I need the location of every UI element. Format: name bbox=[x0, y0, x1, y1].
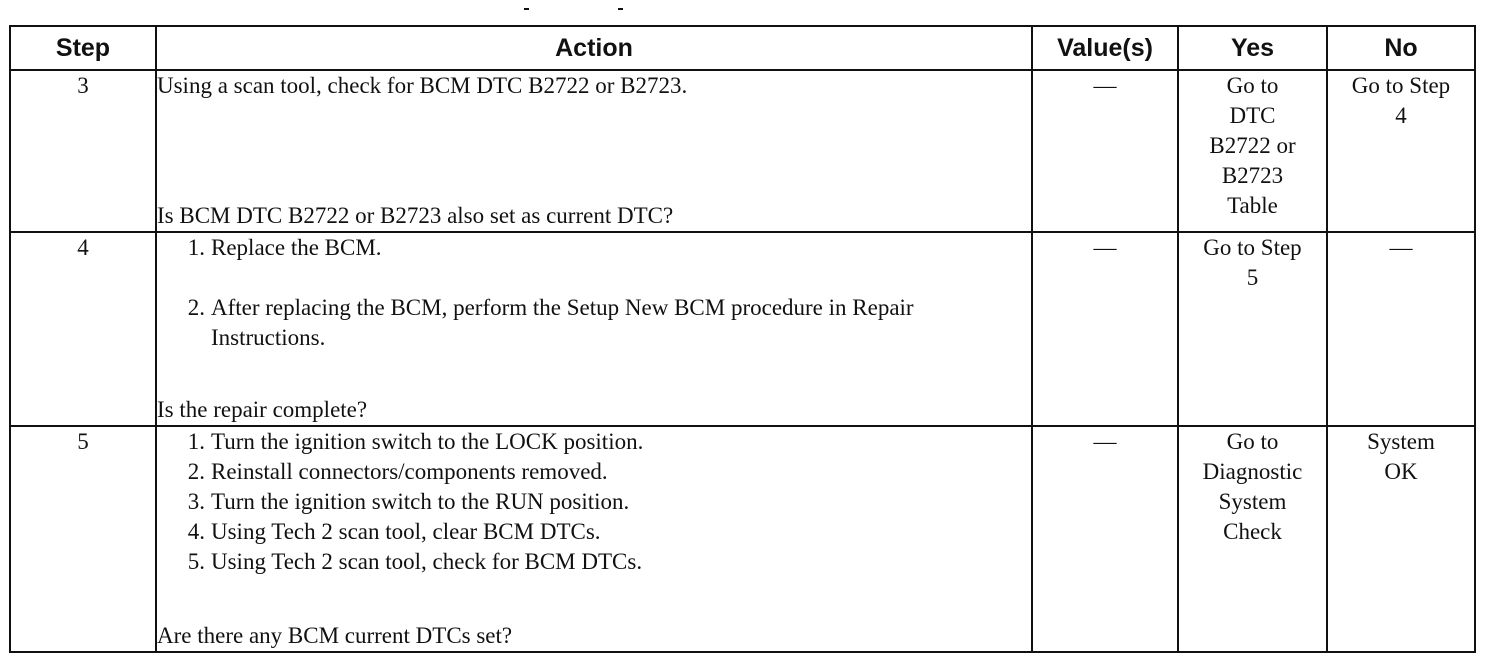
item-number: 3. bbox=[187, 489, 205, 514]
action-question: Are there any BCM current DTCs set? bbox=[157, 623, 513, 648]
item-number: 5. bbox=[187, 549, 205, 574]
item-text: Turn the ignition switch to the LOCK pos… bbox=[211, 429, 644, 454]
action-text: Using a scan tool, check for BCM DTC B27… bbox=[157, 73, 688, 98]
header-row: Step Action Value(s) Yes No bbox=[9, 25, 1476, 71]
step-number: 4 bbox=[9, 231, 157, 427]
value-cell: — bbox=[1031, 425, 1179, 653]
yes-line: DTC bbox=[1229, 103, 1276, 128]
list-item: 2. Reinstall connectors/components remov… bbox=[175, 457, 1031, 487]
item-text: Using Tech 2 scan tool, check for BCM DT… bbox=[211, 549, 643, 574]
crop-mark bbox=[618, 8, 623, 10]
yes-line: B2722 or bbox=[1209, 133, 1296, 158]
item-number: 2. bbox=[187, 459, 205, 484]
yes-line: System bbox=[1218, 489, 1287, 514]
item-number: 1. bbox=[187, 429, 205, 454]
list-item: 1. Turn the ignition switch to the LOCK … bbox=[175, 427, 1031, 457]
action-cell: 1. Turn the ignition switch to the LOCK … bbox=[155, 425, 1033, 653]
table-row: 5 1. Turn the ignition switch to the LOC… bbox=[9, 425, 1476, 653]
item-text: Using Tech 2 scan tool, clear BCM DTCs. bbox=[211, 519, 601, 544]
yes-line: 5 bbox=[1246, 265, 1259, 290]
no-cell: Go to Step 4 bbox=[1326, 69, 1476, 233]
no-cell: System OK bbox=[1326, 425, 1476, 653]
action-cell: Using a scan tool, check for BCM DTC B27… bbox=[155, 69, 1033, 233]
no-line: Go to Step bbox=[1351, 73, 1451, 98]
action-question: Is the repair complete? bbox=[157, 397, 368, 422]
no-line: System bbox=[1367, 429, 1435, 454]
step-number: 5 bbox=[9, 425, 157, 653]
header-yes: Yes bbox=[1177, 25, 1328, 71]
value-cell: — bbox=[1031, 231, 1179, 427]
table-row: 4 1. Replace the BCM. 2. After replacing… bbox=[9, 231, 1476, 427]
action-steps: 1. Turn the ignition switch to the LOCK … bbox=[157, 427, 1031, 577]
header-action: Action bbox=[155, 25, 1033, 71]
yes-line: Table bbox=[1227, 193, 1278, 218]
no-line: 4 bbox=[1395, 103, 1407, 128]
yes-cell: Go to DTC B2722 or B2723 Table bbox=[1177, 69, 1328, 233]
list-item: 5. Using Tech 2 scan tool, check for BCM… bbox=[175, 547, 1031, 577]
no-line: OK bbox=[1384, 459, 1418, 484]
value-cell: — bbox=[1031, 69, 1179, 233]
item-number: 1. bbox=[187, 235, 205, 260]
diagnostic-table: Step Action Value(s) Yes No 3 Using a sc… bbox=[9, 25, 1476, 653]
header-values: Value(s) bbox=[1031, 25, 1179, 71]
yes-line: Go to bbox=[1226, 73, 1279, 98]
yes-line: Go to bbox=[1226, 429, 1279, 454]
yes-line: B2723 bbox=[1221, 163, 1284, 188]
list-item: 2. After replacing the BCM, perform the … bbox=[175, 293, 1031, 353]
crop-mark bbox=[524, 8, 529, 10]
item-number: 2. bbox=[187, 295, 205, 320]
action-steps: 1. Replace the BCM. 2. After replacing t… bbox=[157, 233, 1031, 353]
action-cell: 1. Replace the BCM. 2. After replacing t… bbox=[155, 231, 1033, 427]
item-text: Reinstall connectors/components removed. bbox=[211, 459, 608, 484]
item-text: After replacing the BCM, perform the Set… bbox=[211, 295, 914, 350]
yes-cell: Go to Step 5 bbox=[1177, 231, 1328, 427]
yes-line: Check bbox=[1223, 519, 1282, 544]
yes-cell: Go to Diagnostic System Check bbox=[1177, 425, 1328, 653]
list-item: 1. Replace the BCM. bbox=[175, 233, 1031, 263]
yes-line: Diagnostic bbox=[1202, 459, 1303, 484]
item-text: Turn the ignition switch to the RUN posi… bbox=[211, 489, 630, 514]
table-row: 3 Using a scan tool, check for BCM DTC B… bbox=[9, 69, 1476, 233]
item-text: Replace the BCM. bbox=[211, 235, 382, 260]
page-top-marks bbox=[0, 0, 1488, 24]
no-line: — bbox=[1389, 235, 1413, 260]
yes-line: Go to Step bbox=[1203, 235, 1302, 260]
item-number: 4. bbox=[187, 519, 205, 544]
step-number: 3 bbox=[9, 69, 157, 233]
action-question: Is BCM DTC B2722 or B2723 also set as cu… bbox=[157, 203, 674, 228]
header-no: No bbox=[1326, 25, 1476, 71]
no-cell: — bbox=[1326, 231, 1476, 427]
list-item: 4. Using Tech 2 scan tool, clear BCM DTC… bbox=[175, 517, 1031, 547]
list-item: 3. Turn the ignition switch to the RUN p… bbox=[175, 487, 1031, 517]
header-step: Step bbox=[9, 25, 157, 71]
